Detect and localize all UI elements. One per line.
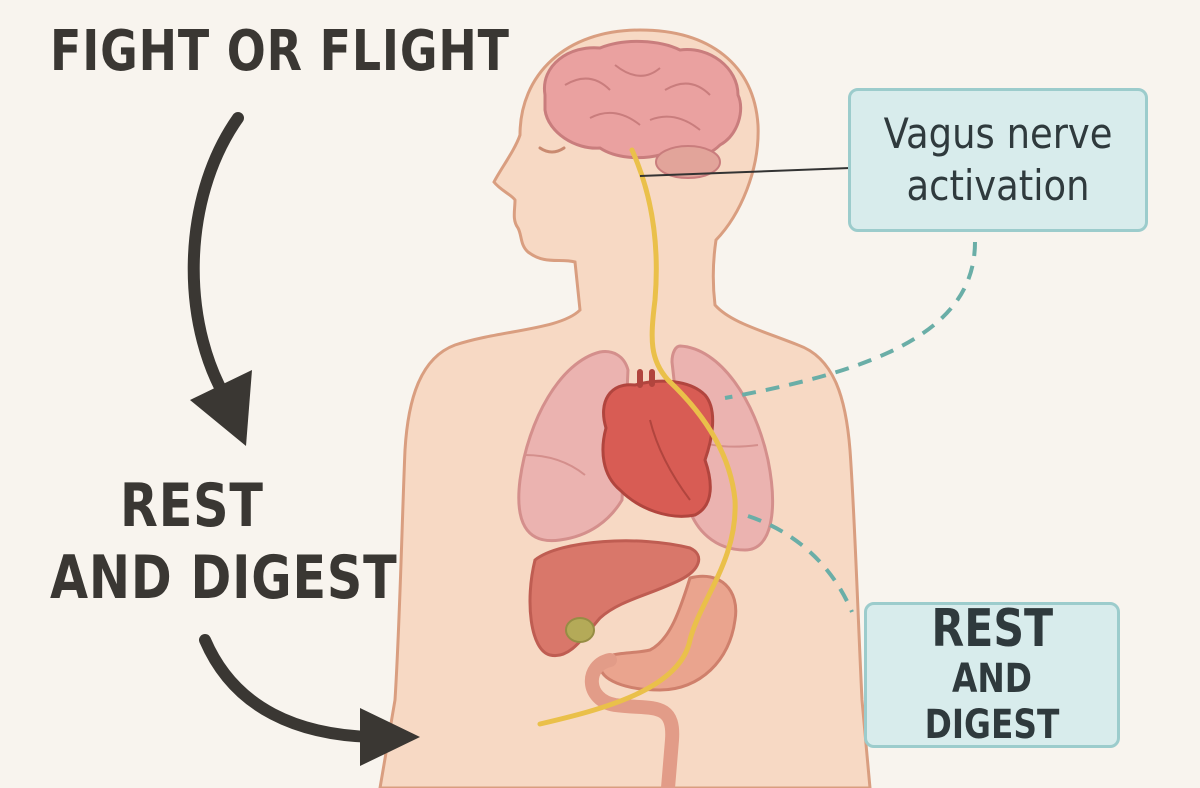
vagus-nerve-callout: Vagus nerve activation <box>848 88 1148 232</box>
fight-or-flight-label: FIGHT OR FLIGHT <box>50 19 510 84</box>
dashed-connector-lower <box>747 514 854 613</box>
vagus-nerve <box>537 147 738 727</box>
arrow-fight-to-rest <box>187 112 244 414</box>
rest-label: REST <box>120 471 264 541</box>
rest-and-digest-callout: REST AND DIGEST <box>864 602 1120 748</box>
heart <box>601 379 715 518</box>
vagus-leader-line <box>639 167 851 177</box>
arrow-rest-to-body <box>199 634 378 743</box>
cerebellum <box>655 145 721 179</box>
vagus-callout-line1: Vagus nerve <box>883 108 1113 158</box>
arrowhead-1 <box>190 370 252 446</box>
rest-callout-line1: REST <box>931 598 1053 659</box>
vagus-callout-line2: activation <box>906 161 1090 210</box>
rest-callout-line2: AND DIGEST <box>924 656 1060 749</box>
arrowhead-2 <box>360 708 420 766</box>
brain <box>543 40 743 161</box>
left-lung <box>517 350 630 543</box>
closed-eye <box>538 146 566 154</box>
dashed-connector-upper <box>724 241 977 400</box>
and-digest-label: AND DIGEST <box>50 543 398 613</box>
gallbladder <box>565 617 595 643</box>
